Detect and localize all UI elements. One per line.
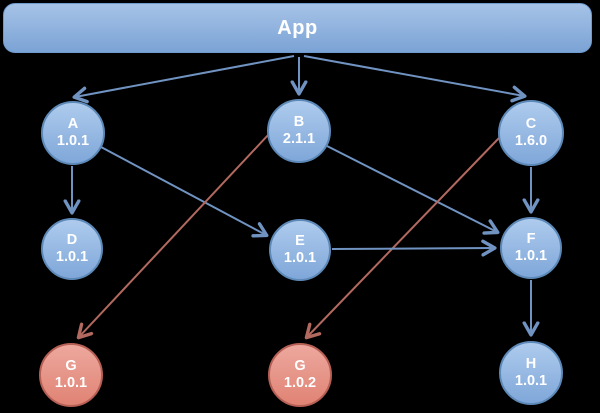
node-label: G	[294, 357, 306, 374]
edge-B-G1	[76, 133, 270, 340]
app-node-label: App	[277, 16, 318, 39]
node-version: 1.0.1	[54, 375, 88, 391]
node-label: D	[66, 231, 78, 248]
edge-A-E	[100, 146, 269, 238]
node-label: C	[525, 115, 537, 132]
app-node[interactable]: App	[3, 3, 592, 53]
edge-B-F	[326, 145, 500, 235]
node-label: G	[65, 357, 77, 374]
node-version: 1.0.1	[283, 250, 317, 266]
edge-App-A	[72, 55, 295, 104]
node-version: 1.0.2	[283, 375, 317, 391]
edge-App-C	[303, 55, 527, 103]
node-label: B	[293, 113, 305, 130]
node-label: E	[295, 232, 305, 249]
node-version: 2.1.1	[282, 131, 316, 147]
edge-C-G2	[304, 137, 500, 340]
node-label: A	[67, 115, 79, 132]
node-label: H	[525, 355, 537, 372]
node-version: 1.0.1	[514, 248, 548, 264]
node-version: 1.0.1	[514, 373, 548, 389]
node-label: F	[526, 230, 536, 247]
node-version: 1.0.1	[55, 249, 89, 265]
edge-E-F	[331, 239, 497, 257]
node-version: 1.6.0	[514, 133, 548, 149]
node-version: 1.0.1	[56, 133, 90, 149]
